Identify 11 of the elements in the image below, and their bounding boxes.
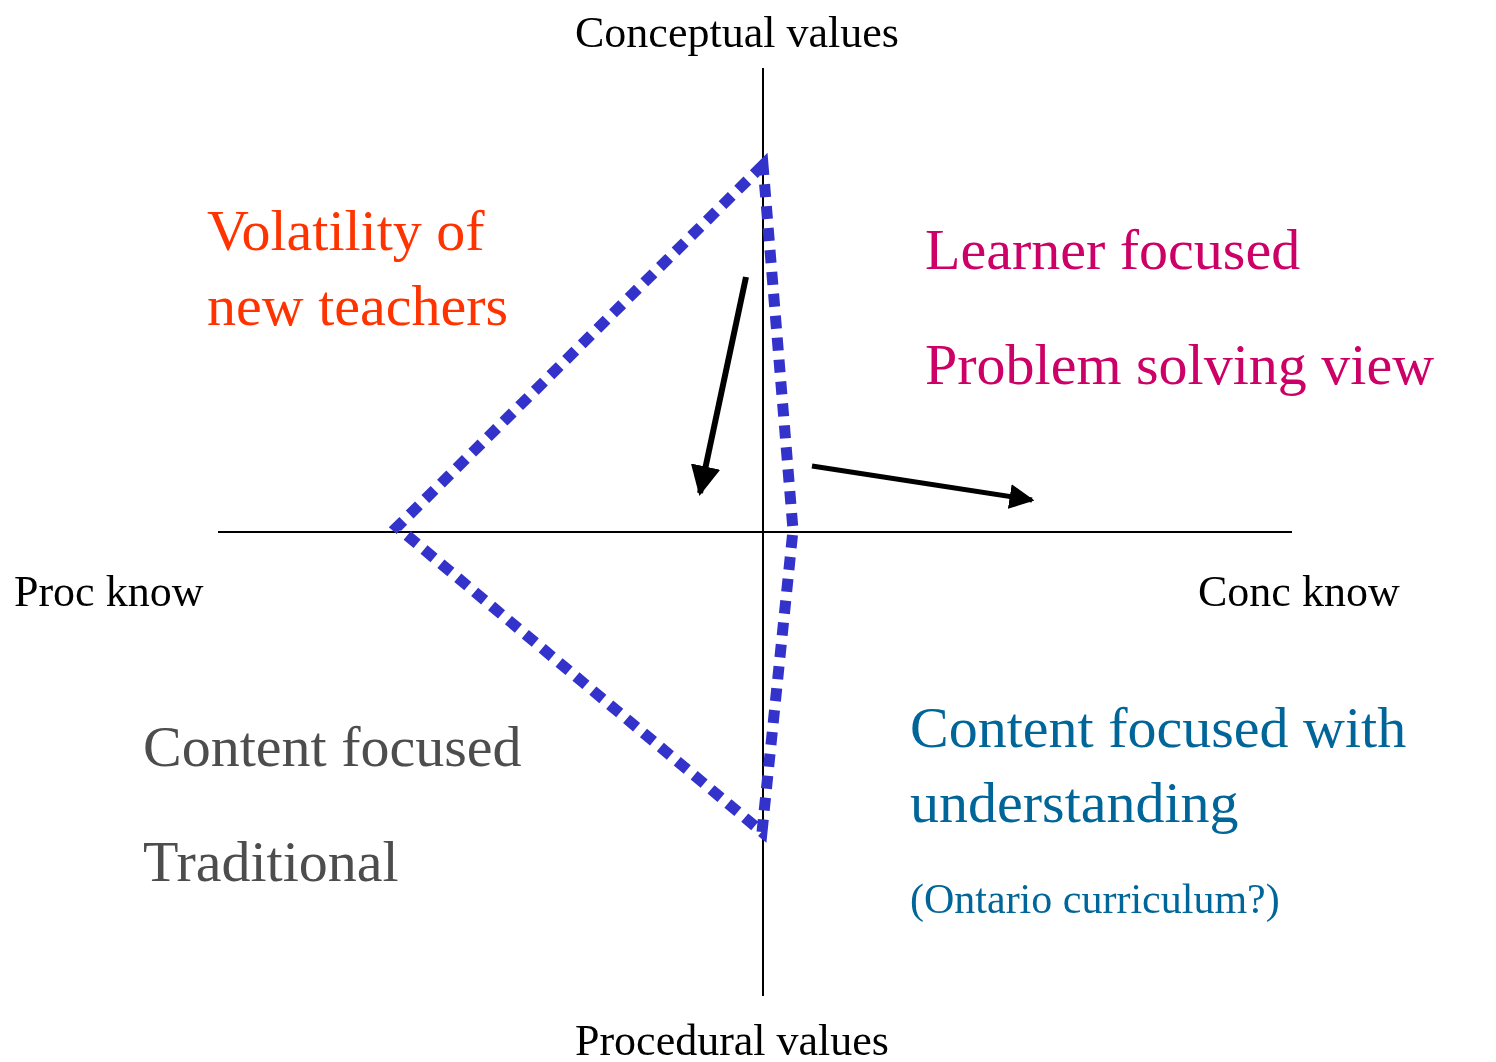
quadrant-label: Traditional — [143, 828, 399, 896]
note: (Ontario curriculum?) — [910, 875, 1280, 924]
quadrant-label: Learner focused — [925, 216, 1301, 284]
axis-label: Conceptual values — [575, 7, 899, 59]
quadrant-label: Volatility of new teachers — [207, 197, 510, 341]
axis-label: Procedural values — [575, 1015, 889, 1062]
axis-label: Proc know — [14, 566, 204, 618]
quadrant-label: Content focused — [143, 713, 522, 781]
quadrant-label: Problem solving view — [925, 331, 1435, 399]
axis-label: Conc know — [1198, 566, 1400, 618]
quadrant-label: Content focused with understanding — [910, 694, 1408, 838]
